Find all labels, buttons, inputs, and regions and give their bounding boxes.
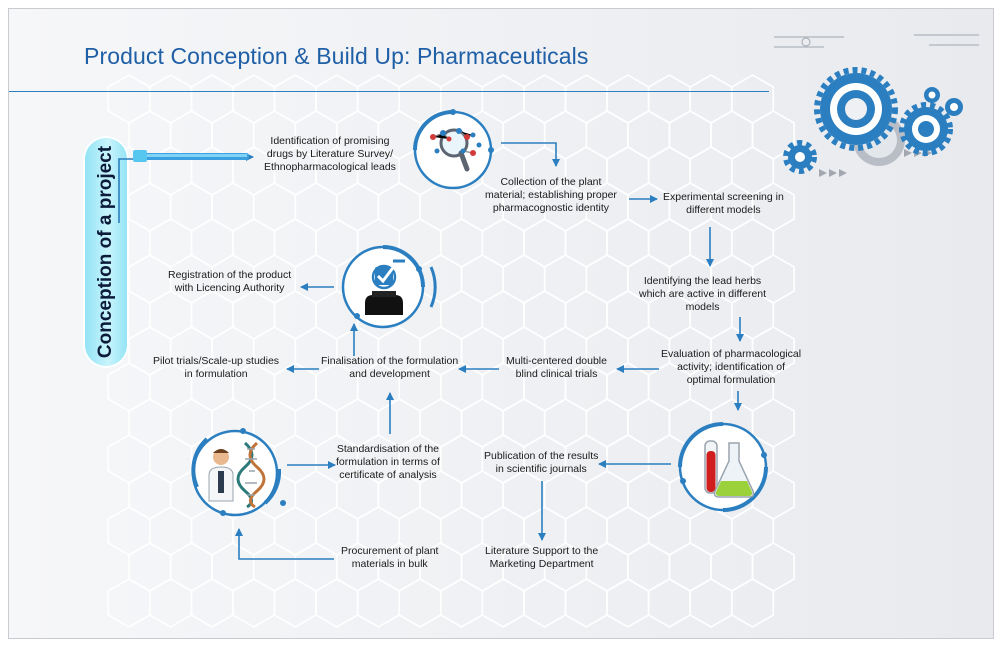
flow-connectors [118, 142, 744, 560]
molecule-magnifier-icon [413, 109, 494, 190]
scientist-dna-icon [191, 428, 286, 517]
diagram-canvas: Product Conception & Build Up: Pharmaceu… [8, 8, 994, 639]
conception-pill [83, 136, 129, 368]
lab-flask-icon [678, 422, 768, 512]
hexagon-cell [730, 578, 775, 628]
title-divider [9, 91, 769, 92]
approval-checkmark-icon [341, 245, 437, 329]
page-title: Product Conception & Build Up: Pharmaceu… [84, 43, 589, 69]
gears-icon [774, 34, 979, 177]
